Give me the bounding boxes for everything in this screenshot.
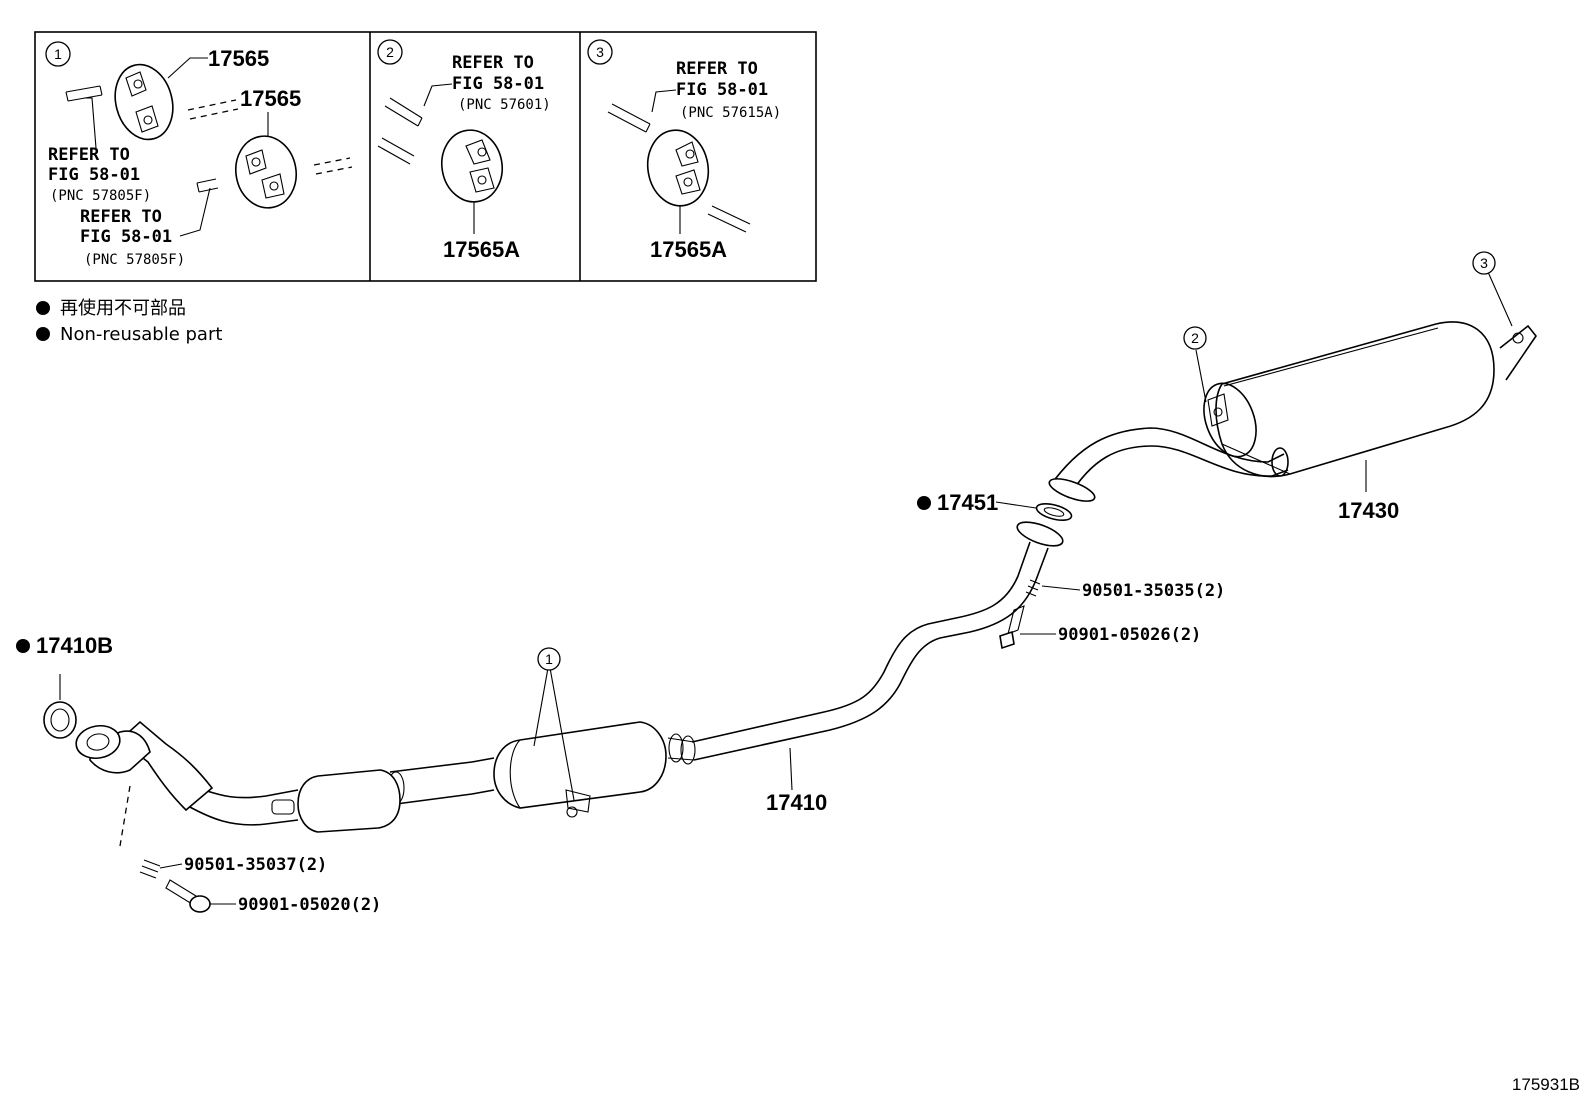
fig-ref-b: FIG 58-01 xyxy=(80,227,172,247)
hanger-rod-lower-3 xyxy=(707,205,751,233)
hanger-17565A-panel-3 xyxy=(646,129,710,207)
bolt-90901-05020 xyxy=(165,879,211,913)
hanger-rod-upper xyxy=(384,97,423,127)
intermediate-pipe xyxy=(1048,427,1289,502)
legend: 再使用不可部品 Non-reusable part xyxy=(36,298,222,345)
panel-1-index-circle xyxy=(45,41,71,67)
gasket-17410B xyxy=(43,701,77,739)
panel-3-fig: FIG 58-01 xyxy=(676,80,768,100)
callout-3: 3 xyxy=(1472,251,1496,275)
non-reusable-dot-17410B xyxy=(16,639,30,653)
pnc-ref-b: (PNC 57805F) xyxy=(84,252,185,268)
hanger-17565-top xyxy=(114,63,174,141)
hanger-17565A-panel-2 xyxy=(441,129,503,203)
part-17410B-label: 17410B xyxy=(36,633,113,658)
panel-3-refer: REFER TO xyxy=(676,59,758,79)
legend-dot-en xyxy=(36,327,50,341)
spring-90501-35037 xyxy=(139,859,161,879)
refer-to-a: REFER TO xyxy=(48,145,130,165)
non-reusable-dot-17451 xyxy=(917,496,931,510)
panel-2-index-circle xyxy=(377,39,403,65)
hanger-rods-panel-1 xyxy=(65,85,353,193)
panel-2-refer: REFER TO xyxy=(452,53,534,73)
svg-text:1: 1 xyxy=(545,651,553,667)
panel-2-index: 2 xyxy=(386,44,394,60)
part-17410-label: 17410 xyxy=(766,790,827,815)
muffler-17430 xyxy=(1203,321,1537,478)
svg-text:2: 2 xyxy=(1191,330,1199,346)
panel-3-part-label: 17565A xyxy=(650,237,727,262)
panel-3-index-circle xyxy=(587,39,613,65)
hanger-rod-lower xyxy=(377,137,415,165)
dashed-leader-front xyxy=(119,785,131,847)
legend-japanese: 再使用不可部品 xyxy=(60,298,186,319)
panel-2-part-label: 17565A xyxy=(443,237,520,262)
inset-box xyxy=(34,31,817,282)
panel-3-pnc: (PNC 57615A) xyxy=(680,105,781,121)
refer-to-b: REFER TO xyxy=(80,207,162,227)
fig-ref-a: FIG 58-01 xyxy=(48,165,140,185)
pnc-ref-a: (PNC 57805F) xyxy=(50,188,151,204)
inset-panel-2: 2 REFER TO FIG 58-01 (PNC 57601) 17565A xyxy=(377,39,551,262)
front-pipe-17410 xyxy=(75,521,1064,833)
bolt-90901-05026 xyxy=(999,605,1025,650)
part-17565-mid-label: 17565 xyxy=(240,86,301,111)
hanger-17565-mid xyxy=(235,135,297,209)
part-17451-label: 17451 xyxy=(937,490,998,515)
part-17430-label: 17430 xyxy=(1338,498,1399,523)
svg-text:3: 3 xyxy=(1480,255,1488,271)
callout-2: 2 xyxy=(1183,326,1207,350)
part-90501-35037-label: 90501-35037(2) xyxy=(184,855,327,875)
part-90901-05026-label: 90901-05026(2) xyxy=(1058,625,1201,645)
part-90901-05020-label: 90901-05020(2) xyxy=(238,895,381,915)
hanger-rod-upper-3 xyxy=(607,103,651,133)
legend-dot-jp xyxy=(36,301,50,315)
legend-english: Non-reusable part xyxy=(60,324,222,345)
callout-1: 1 xyxy=(537,647,561,671)
spring-90501-35035 xyxy=(1025,579,1041,597)
figure-id: 175931B xyxy=(1512,1075,1580,1094)
part-90501-35035-label: 90501-35035(2) xyxy=(1082,581,1225,601)
inset-panel-1: 1 17565 17565 REFER TO FIG 5 xyxy=(45,41,353,268)
inset-panel-3: 3 REFER TO FIG 58-01 (PNC 57615A) 17565A xyxy=(587,39,781,262)
gasket-17451 xyxy=(1035,502,1073,522)
panel-2-pnc: (PNC 57601) xyxy=(458,97,551,113)
leader-lines xyxy=(59,271,1513,905)
part-17565-top-label: 17565 xyxy=(208,46,269,71)
panel-3-index: 3 xyxy=(596,44,604,60)
panel-1-index: 1 xyxy=(54,46,62,62)
panel-2-fig: FIG 58-01 xyxy=(452,74,544,94)
